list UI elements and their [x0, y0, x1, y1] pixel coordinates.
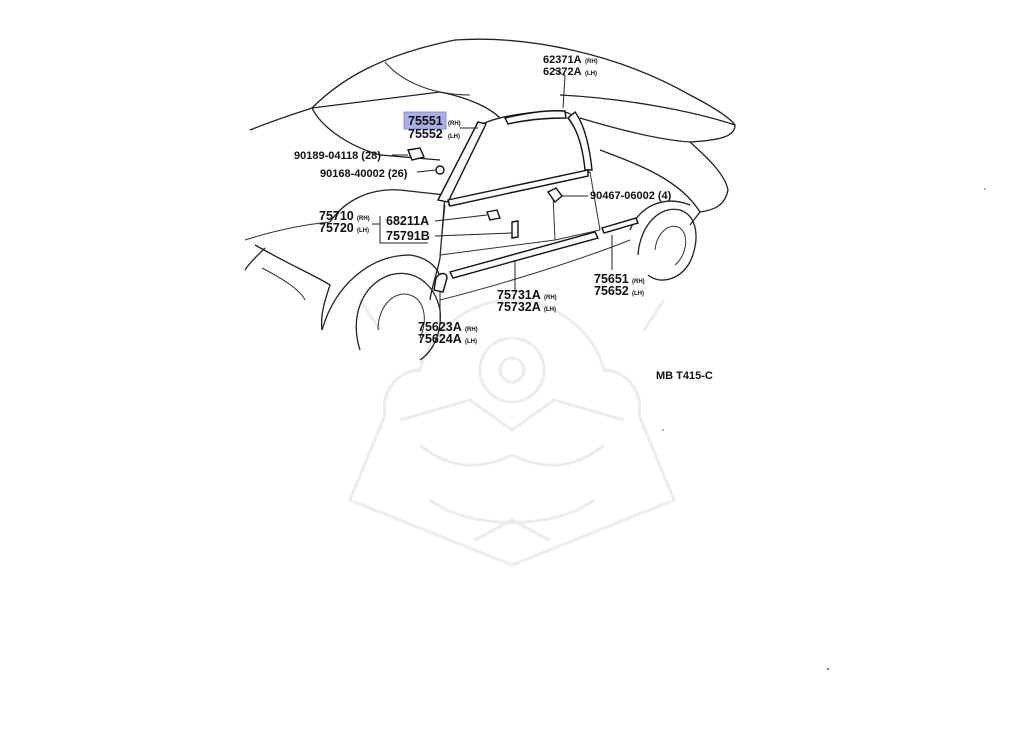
car-body-outline [244, 38, 736, 361]
label-62371a[interactable]: 62371A [543, 54, 582, 66]
suffix-75552: (LH) [448, 134, 460, 140]
suffix-75652: (LH) [632, 291, 644, 297]
suffix-75731a: (RH) [544, 295, 557, 301]
clip-90168 [435, 165, 445, 175]
label-75710[interactable]: 75710 [319, 209, 354, 223]
door-assembly [407, 110, 639, 293]
suffix-62372a: (LH) [585, 71, 597, 77]
label-75720[interactable]: 75720 [319, 221, 354, 235]
watermark-emblem [348, 298, 676, 567]
speck [984, 188, 986, 190]
label-75651[interactable]: 75651 [594, 272, 629, 286]
suffix-75651: (RH) [632, 279, 645, 285]
label-75552[interactable]: 75552 [408, 127, 443, 141]
diagram-code: MB T415-C [656, 370, 713, 382]
suffix-75623a: (RH) [465, 327, 478, 333]
label-75731a[interactable]: 75731A [497, 288, 541, 302]
clip-90467 [546, 187, 563, 204]
suffix-75551: (RH) [448, 121, 461, 127]
leader-lines [372, 67, 613, 320]
speck [827, 668, 829, 670]
label-75732a[interactable]: 75732A [497, 300, 541, 314]
label-90189[interactable]: 90189-04118 (28) [294, 150, 381, 162]
clip-90189 [407, 147, 425, 161]
label-75652[interactable]: 75652 [594, 284, 629, 298]
highlight-75551 [403, 111, 447, 130]
window-frame-moulding [436, 121, 488, 203]
suffix-75624a: (LH) [465, 339, 477, 345]
label-75623a[interactable]: 75623A [418, 320, 462, 334]
part-68211a [486, 209, 501, 221]
suffix-75732a: (LH) [544, 307, 556, 313]
suffix-62371a: (RH) [585, 59, 598, 65]
speck [662, 429, 664, 431]
label-68211a[interactable]: 68211A [386, 214, 429, 228]
part-labels: 62371A (RH) 62372A (LH) 75551 (RH) 75552… [294, 54, 713, 382]
label-75624a[interactable]: 75624A [418, 332, 462, 346]
label-90168[interactable]: 90168-40002 (26) [320, 168, 408, 180]
side-moulding [448, 231, 600, 279]
suffix-75720: (LH) [357, 228, 369, 234]
suffix-75710: (RH) [357, 216, 370, 222]
label-75791b[interactable]: 75791B [386, 229, 430, 243]
label-90467[interactable]: 90467-06002 (4) [590, 190, 672, 202]
label-62372a[interactable]: 62372A [543, 66, 582, 78]
label-75551[interactable]: 75551 [408, 114, 443, 128]
part-75791b [511, 220, 519, 239]
